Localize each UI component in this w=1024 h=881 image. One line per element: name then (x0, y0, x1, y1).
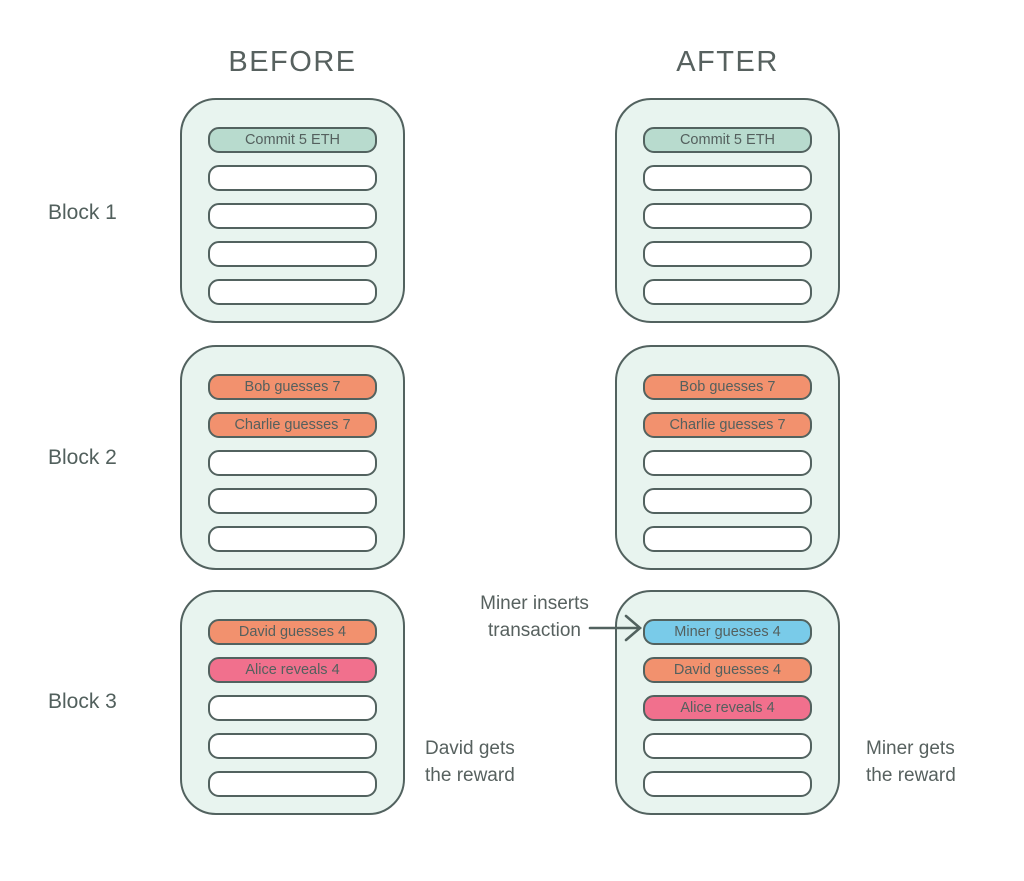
miner-inserts-annotation: Miner inserts transaction (462, 590, 607, 644)
reveal-transaction-pill: Alice reveals 4 (208, 657, 377, 683)
empty-slot (208, 733, 377, 759)
empty-slot (643, 450, 812, 476)
annotation-line: Miner inserts (480, 593, 589, 614)
after-column-header: AFTER (676, 46, 779, 78)
guess-transaction-pill: Bob guesses 7 (208, 374, 377, 400)
empty-slot (208, 203, 377, 229)
annotation-line: David gets (425, 738, 515, 759)
empty-slot (208, 279, 377, 305)
annotation-line: Miner gets (866, 738, 955, 759)
empty-slot (208, 241, 377, 267)
block-3-before: David guesses 4 Alice reveals 4 (180, 590, 405, 815)
commit-transaction-pill: Commit 5 ETH (643, 127, 812, 153)
block-1-before: Commit 5 ETH (180, 98, 405, 323)
after-outcome-annotation: Miner gets the reward (866, 735, 956, 789)
block-2-label: Block 2 (48, 446, 117, 469)
empty-slot (643, 203, 812, 229)
guess-transaction-pill: Charlie guesses 7 (643, 412, 812, 438)
guess-transaction-pill: David guesses 4 (643, 657, 812, 683)
empty-slot (643, 526, 812, 552)
block-2-before: Bob guesses 7 Charlie guesses 7 (180, 345, 405, 570)
empty-slot (208, 488, 377, 514)
annotation-line: the reward (425, 765, 515, 786)
empty-slot (643, 771, 812, 797)
commit-transaction-pill: Commit 5 ETH (208, 127, 377, 153)
reveal-transaction-pill: Alice reveals 4 (643, 695, 812, 721)
empty-slot (643, 733, 812, 759)
block-2-after: Bob guesses 7 Charlie guesses 7 (615, 345, 840, 570)
guess-transaction-pill: Charlie guesses 7 (208, 412, 377, 438)
empty-slot (643, 279, 812, 305)
block-3-after: Miner guesses 4 David guesses 4 Alice reve… (615, 590, 840, 815)
empty-slot (208, 165, 377, 191)
annotation-line: transaction (488, 620, 581, 641)
empty-slot (208, 695, 377, 721)
empty-slot (643, 165, 812, 191)
empty-slot (208, 526, 377, 552)
right-arrow-icon (588, 614, 642, 642)
guess-transaction-pill: David guesses 4 (208, 619, 377, 645)
miner-transaction-pill: Miner guesses 4 (643, 619, 812, 645)
block-3-label: Block 3 (48, 690, 117, 713)
before-outcome-annotation: David gets the reward (425, 735, 515, 789)
guess-transaction-pill: Bob guesses 7 (643, 374, 812, 400)
before-column-header: BEFORE (228, 46, 357, 78)
annotation-line: the reward (866, 765, 956, 786)
block-1-after: Commit 5 ETH (615, 98, 840, 323)
block-1-label: Block 1 (48, 201, 117, 224)
empty-slot (643, 241, 812, 267)
empty-slot (208, 450, 377, 476)
empty-slot (643, 488, 812, 514)
empty-slot (208, 771, 377, 797)
